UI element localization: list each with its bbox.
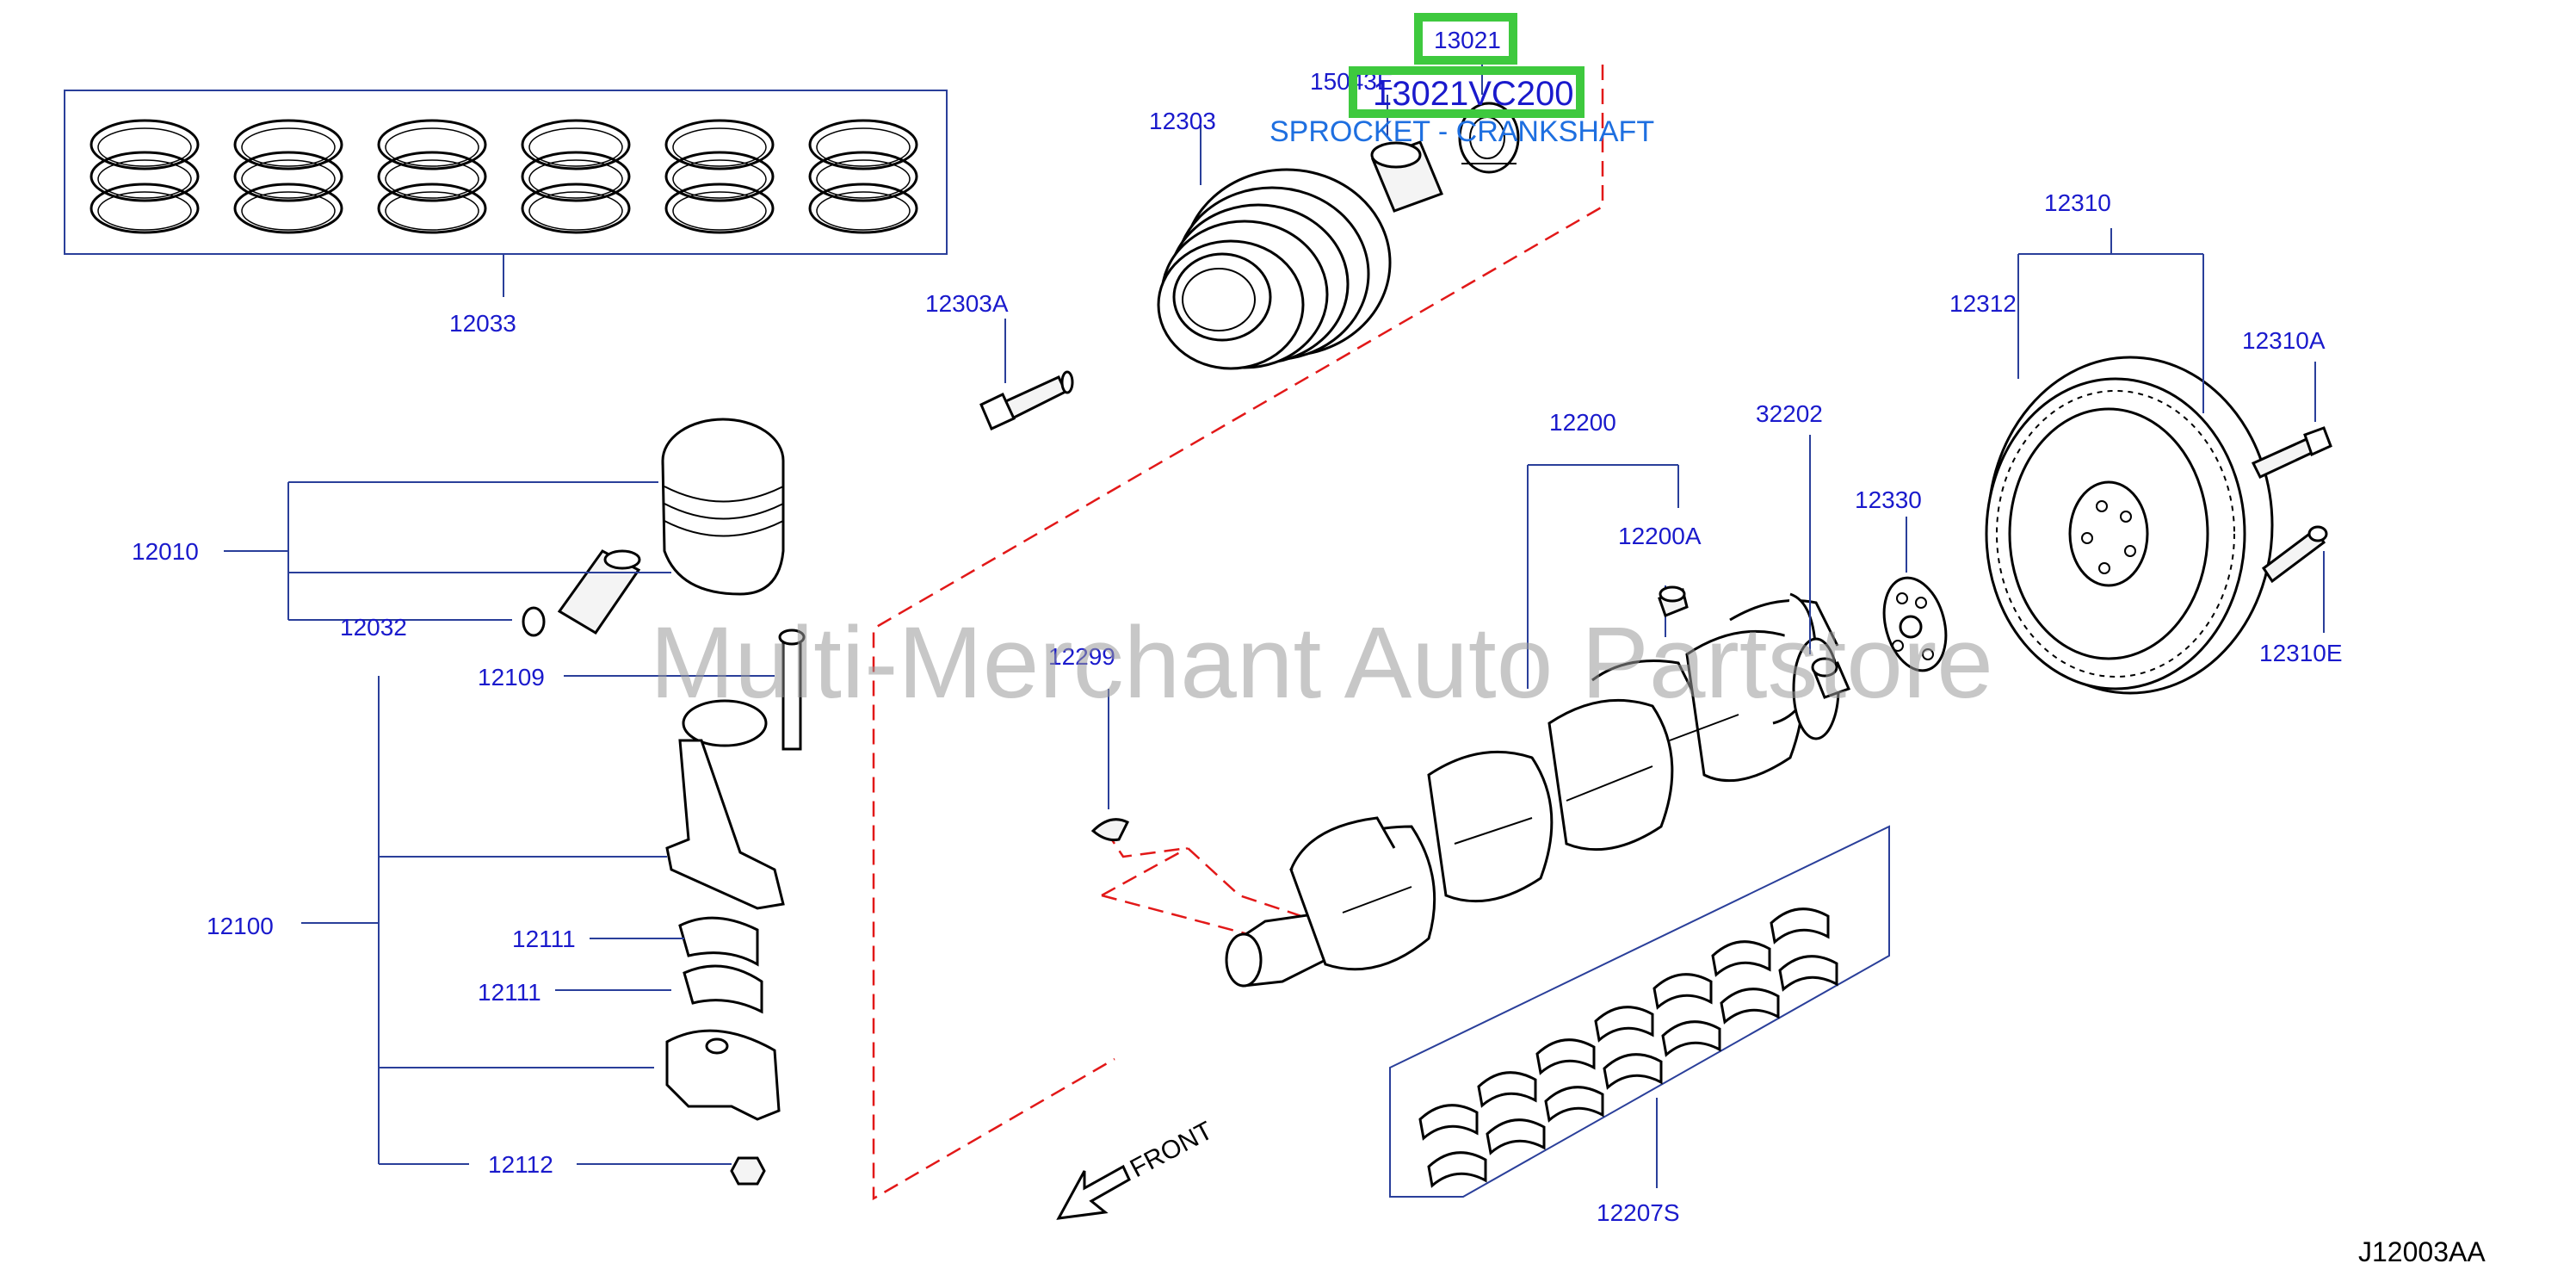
ring-set-frame: [64, 90, 948, 255]
part-label-12032[interactable]: 12032: [340, 614, 407, 641]
front-label: FRONT: [1126, 1117, 1218, 1184]
main-bearing-shell: [1770, 907, 1838, 992]
main-bearings: [1418, 907, 1838, 1188]
highlight-description: SPROCKET - CRANKSHAFT: [1269, 115, 1654, 148]
highlight-box-part-number: [1414, 13, 1517, 65]
part-label-12299[interactable]: 12299: [1048, 643, 1115, 670]
part-label-12111-lower[interactable]: 12111: [478, 979, 541, 1006]
main-bearing-shell: [1418, 1104, 1487, 1188]
pilot-bushing[interactable]: [1809, 435, 1851, 699]
part-label-12033[interactable]: 12033: [449, 310, 516, 337]
highlight-full-number[interactable]: 13021VC200: [1373, 75, 1574, 113]
crankshaft-pulley[interactable]: [1157, 125, 1392, 370]
highlight-part-number[interactable]: 13021: [1434, 27, 1501, 53]
watermark: Multi-Merchant Auto Partstore: [650, 606, 1993, 720]
part-label-12310a[interactable]: 12310A: [2242, 327, 2326, 354]
piston-ring-stack: [233, 119, 343, 234]
flywheel[interactable]: [1985, 228, 2274, 695]
main-bearing-shell: [1594, 1006, 1663, 1090]
piston-rings: [90, 119, 918, 234]
part-label-12200a[interactable]: 12200A: [1618, 523, 1702, 549]
part-label-12303[interactable]: 12303: [1149, 108, 1216, 134]
part-label-12200[interactable]: 12200: [1549, 409, 1616, 436]
assembly-outline: [872, 65, 1604, 1201]
part-label-12330[interactable]: 12330: [1855, 486, 1922, 513]
main-bearing-shell: [1711, 940, 1780, 1025]
part-label-32202[interactable]: 32202: [1756, 400, 1823, 427]
piston-ring-stack: [90, 119, 200, 234]
part-label-12109[interactable]: 12109: [478, 664, 545, 691]
main-bearing-set[interactable]: [1389, 825, 1890, 1198]
connecting-rod[interactable]: [301, 629, 806, 1186]
piston-ring-stack: [521, 119, 631, 234]
crankshaft[interactable]: [1225, 464, 1840, 988]
bearing-set-frame: [1389, 825, 1890, 1198]
piston-ring-set[interactable]: [64, 90, 948, 297]
part-label-12303a[interactable]: 12303A: [925, 290, 1009, 317]
crankshaft-small-key[interactable]: [1658, 585, 1689, 617]
part-label-12310[interactable]: 12310: [2044, 189, 2111, 216]
main-bearing-shell: [1652, 973, 1721, 1057]
flywheel-bolt[interactable]: [2251, 362, 2332, 479]
part-label-12312[interactable]: 12312: [1949, 290, 2017, 317]
crankshaft-key[interactable]: [1370, 95, 1443, 213]
piston-ring-stack: [664, 119, 775, 234]
part-label-12100[interactable]: 12100: [207, 913, 274, 939]
front-direction-arrow: FRONT: [1056, 1117, 1218, 1220]
highlight-box-full-number: [1349, 66, 1585, 118]
part-label-12112[interactable]: 12112: [488, 1151, 553, 1178]
diagram-reference-code: J12003AA: [2358, 1236, 2486, 1267]
highlighted-part-callout[interactable]: 13021 13021VC200 SPROCKET - CRANKSHAFT: [1269, 13, 1654, 148]
main-bearing-shell: [1535, 1038, 1604, 1123]
piston-ring-stack: [377, 119, 487, 234]
woodruff-key[interactable]: [1090, 689, 1130, 841]
part-label-12010[interactable]: 12010: [132, 538, 199, 565]
flywheel-plate[interactable]: [1875, 517, 1955, 678]
piston-ring-stack: [808, 119, 918, 234]
part-label-12207s[interactable]: 12207S: [1597, 1199, 1680, 1226]
dowel-pin[interactable]: [2261, 525, 2328, 633]
pulley-bolt[interactable]: [979, 319, 1074, 431]
part-label-12310e[interactable]: 12310E: [2259, 640, 2343, 666]
part-label-12111-upper[interactable]: 12111: [512, 926, 576, 952]
piston[interactable]: [224, 418, 785, 637]
main-bearing-shell: [1477, 1071, 1546, 1155]
